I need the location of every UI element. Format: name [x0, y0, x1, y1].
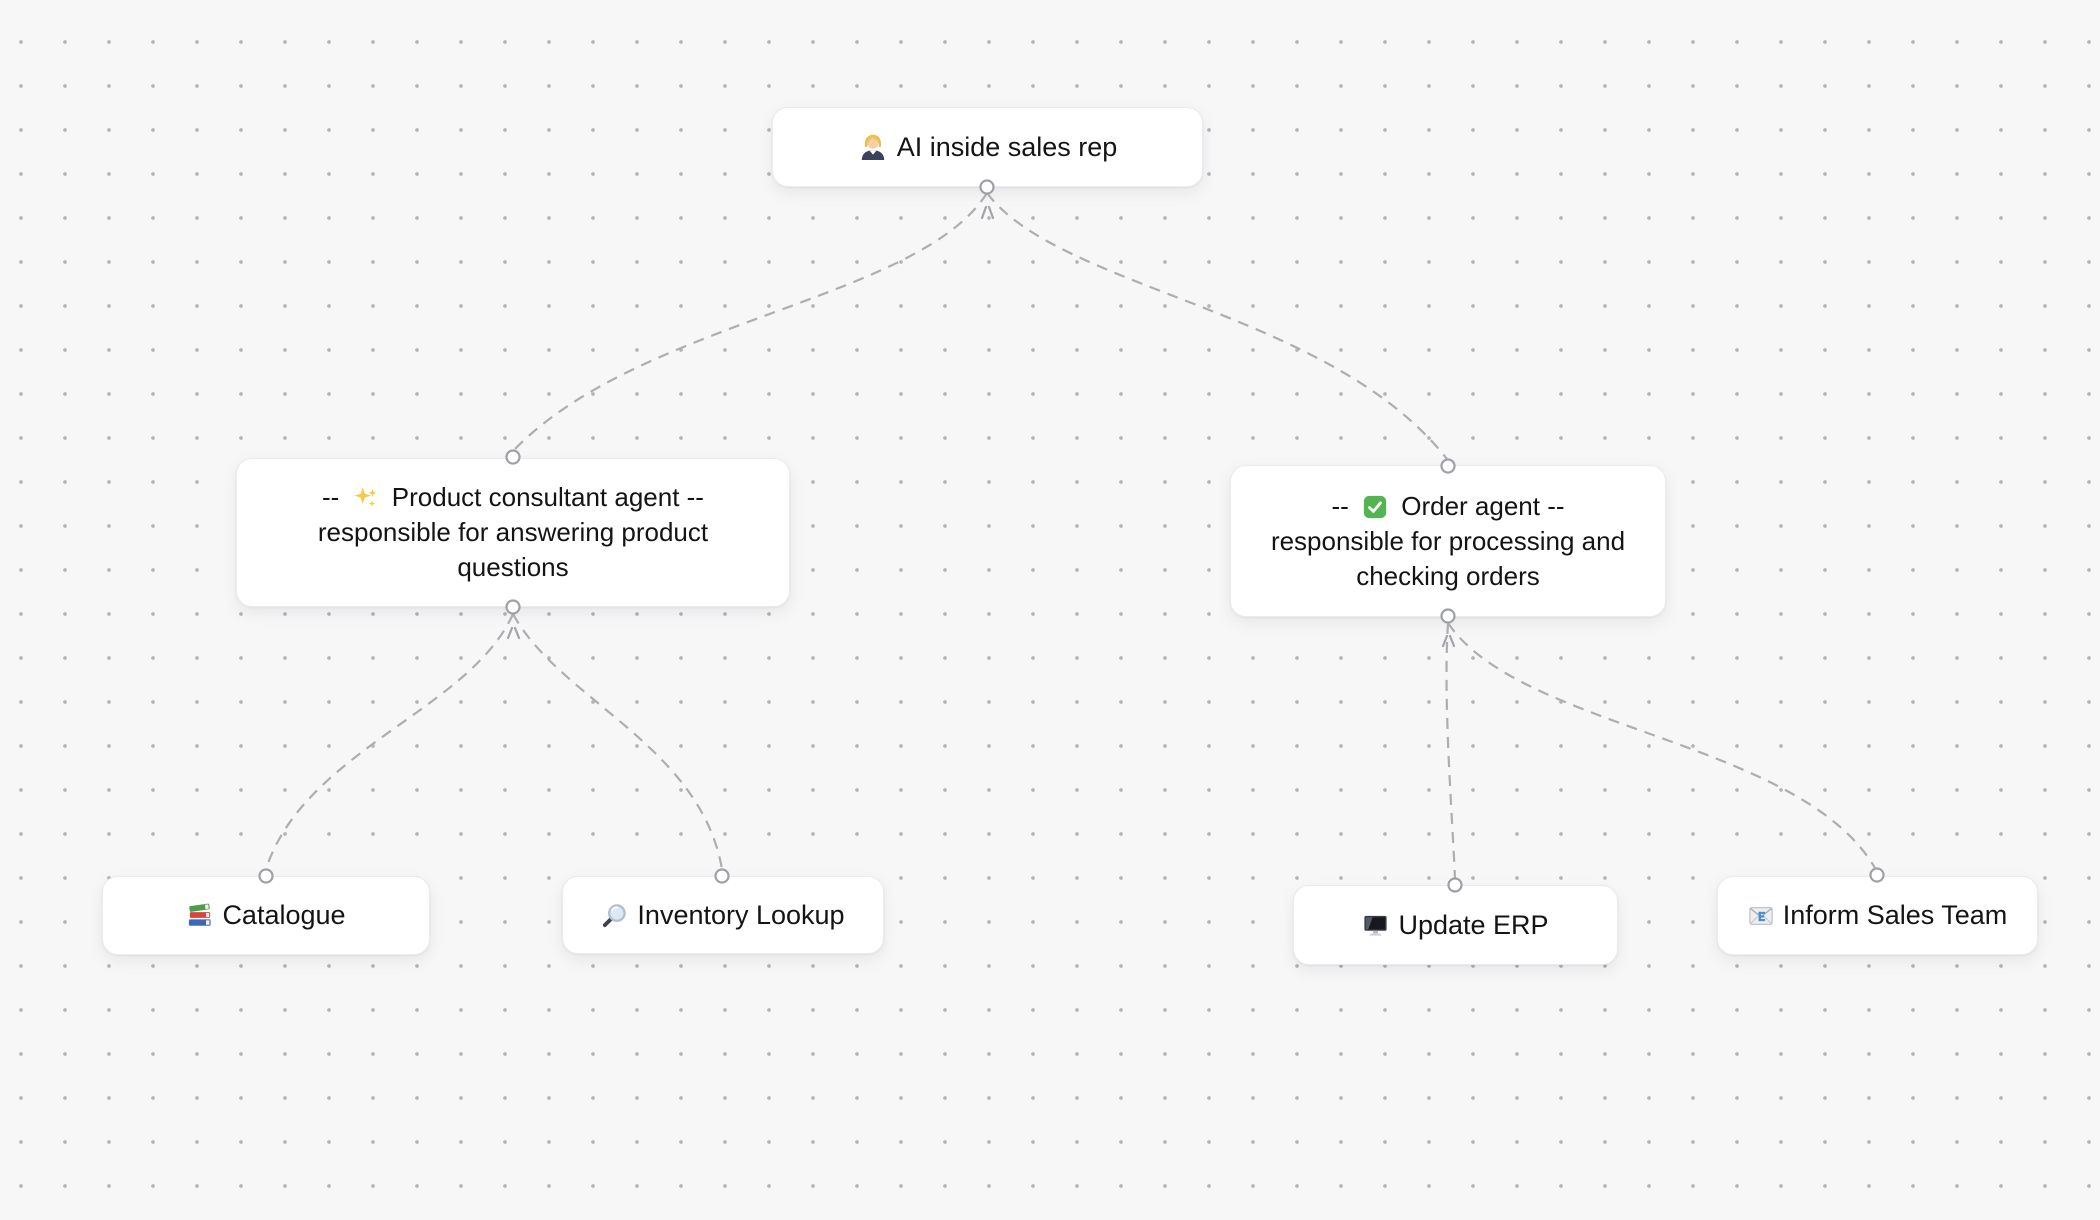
edge-arrowhead	[506, 626, 521, 640]
node-label: Order agent -- responsible for processin…	[1270, 490, 1626, 591]
node-content: Update ERP	[1362, 909, 1549, 941]
email-icon	[1748, 903, 1774, 929]
edge-product-agent-to-inventory	[512, 613, 724, 870]
edge-order-agent-to-update-erp	[1445, 622, 1457, 879]
edge-product-agent-to-catalogue	[264, 613, 515, 870]
node-label: Update ERP	[1398, 909, 1549, 940]
node-inform-sales-team[interactable]: Inform Sales Team	[1717, 876, 2038, 955]
node-content: Catalogue	[186, 900, 346, 931]
node-content: Inventory Lookup	[601, 899, 845, 931]
edge-root-to-product-agent	[513, 192, 988, 451]
node-content: -- Product consultant agent -- responsib…	[318, 480, 708, 585]
node-product-consultant-agent[interactable]: -- Product consultant agent -- responsib…	[236, 458, 790, 607]
edge-order-agent-to-inform-sales	[1447, 622, 1876, 869]
node-label-prefix: --	[322, 482, 347, 512]
node-content: AI inside sales rep	[858, 131, 1118, 163]
node-label-prefix: --	[1331, 490, 1356, 521]
sparkles-icon	[353, 485, 379, 511]
node-catalogue[interactable]: Catalogue	[102, 876, 430, 955]
node-ai-inside-sales-rep[interactable]: AI inside sales rep	[772, 107, 1203, 187]
node-update-erp[interactable]: Update ERP	[1293, 885, 1618, 965]
node-label: AI inside sales rep	[896, 131, 1118, 162]
node-order-agent[interactable]: -- Order agent -- responsible for proces…	[1230, 465, 1666, 617]
check-mark-button-icon	[1362, 494, 1388, 520]
magnifying-glass-icon	[601, 902, 628, 929]
node-label: Inform Sales Team	[1782, 900, 2008, 930]
node-content: -- Order agent -- responsible for proces…	[1271, 489, 1625, 594]
woman-office-worker-icon	[858, 132, 888, 162]
node-content: Inform Sales Team	[1748, 900, 2008, 931]
node-label: Inventory Lookup	[637, 899, 845, 930]
edge-arrowhead	[1441, 634, 1456, 648]
desktop-computer-icon	[1362, 912, 1389, 939]
node-label: Catalogue	[222, 900, 346, 930]
node-inventory-lookup[interactable]: Inventory Lookup	[562, 876, 884, 954]
books-icon	[186, 902, 213, 929]
node-label: Product consultant agent -- responsible …	[317, 482, 709, 582]
edge-root-to-order-agent	[986, 192, 1448, 460]
edge-arrowhead	[980, 205, 995, 220]
